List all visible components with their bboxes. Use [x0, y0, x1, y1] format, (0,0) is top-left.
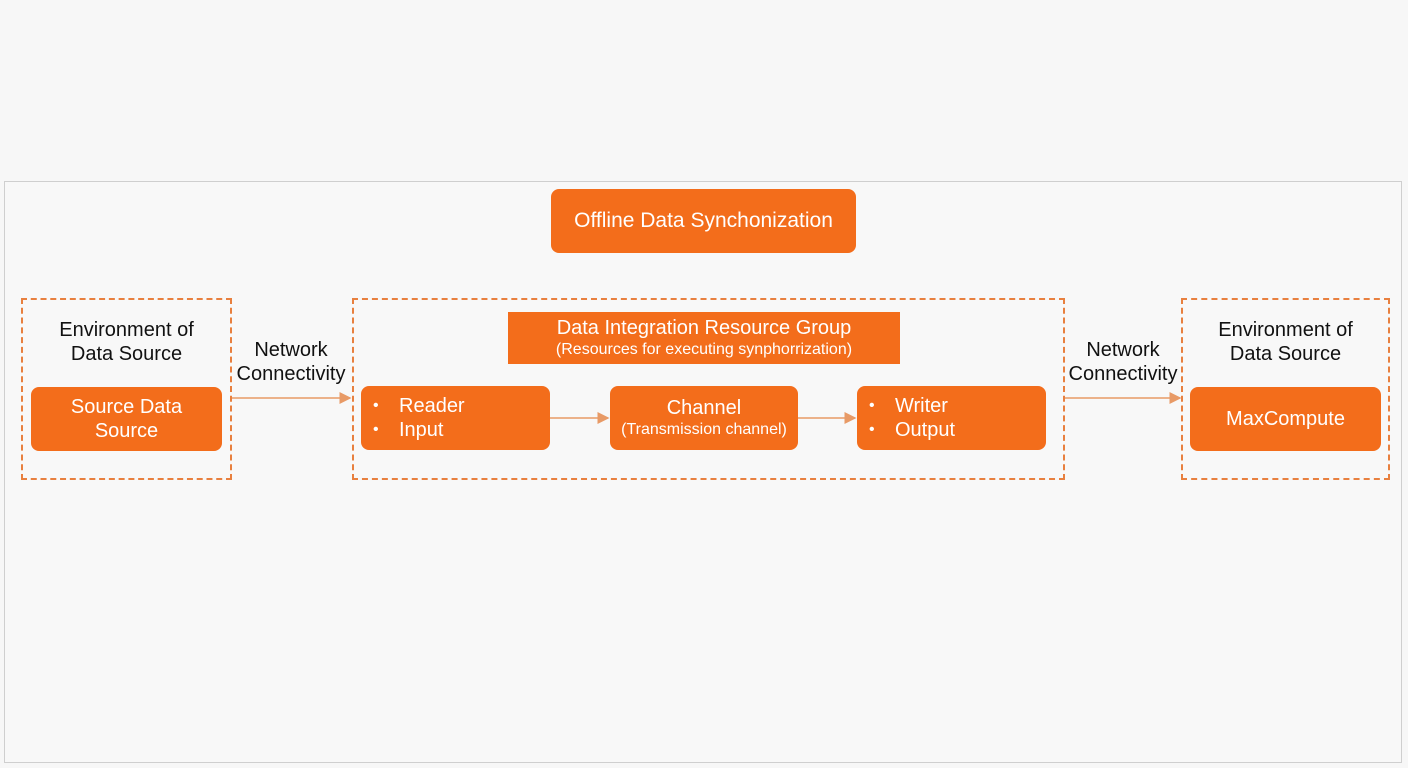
- diagram-frame: [4, 181, 1402, 763]
- channel-title: Channel: [666, 397, 742, 419]
- output-item: Output: [869, 418, 955, 442]
- right-network-line1: Network: [1086, 339, 1160, 361]
- right-network-line2: Connectivity: [1068, 363, 1178, 385]
- writer-item: Writer: [869, 394, 955, 418]
- resource-group-title: Data Integration Resource Group: [556, 317, 852, 339]
- source-box-line2: Source: [94, 420, 159, 442]
- right-environment-label: Environment of Data Source: [1181, 318, 1390, 366]
- left-network-label: Network Connectivity: [232, 338, 350, 386]
- left-environment-label-line1: Environment of: [59, 319, 194, 341]
- left-environment-container: [21, 298, 232, 480]
- channel-subtitle: (Transmission channel): [621, 421, 787, 438]
- source-data-source-box: Source Data Source: [31, 387, 222, 451]
- channel-box: Channel (Transmission channel): [610, 386, 798, 450]
- left-network-line2: Connectivity: [236, 363, 346, 385]
- input-item: Input: [373, 418, 465, 442]
- reader-box: Reader Input: [361, 386, 550, 450]
- right-network-label: Network Connectivity: [1064, 338, 1182, 386]
- diagram-title: Offline Data Synchonization: [574, 209, 833, 232]
- diagram-title-box: Offline Data Synchonization: [551, 189, 856, 253]
- resource-group-subtitle: (Resources for executing synphorrization…: [555, 341, 853, 358]
- writer-box: Writer Output: [857, 386, 1046, 450]
- resource-group-container: [352, 298, 1065, 480]
- left-network-line1: Network: [254, 339, 328, 361]
- reader-item: Reader: [373, 394, 465, 418]
- left-environment-label-line2: Data Source: [70, 343, 183, 365]
- maxcompute-label: MaxCompute: [1226, 408, 1345, 430]
- right-environment-container: [1181, 298, 1390, 480]
- source-box-line1: Source Data: [70, 396, 183, 418]
- resource-group-header: Data Integration Resource Group (Resourc…: [508, 312, 900, 364]
- left-environment-label: Environment of Data Source: [21, 318, 232, 366]
- right-environment-label-line2: Data Source: [1229, 343, 1342, 365]
- maxcompute-box: MaxCompute: [1190, 387, 1381, 451]
- writer-list: Writer Output: [869, 394, 955, 442]
- right-environment-label-line1: Environment of: [1218, 319, 1353, 341]
- reader-list: Reader Input: [373, 394, 465, 442]
